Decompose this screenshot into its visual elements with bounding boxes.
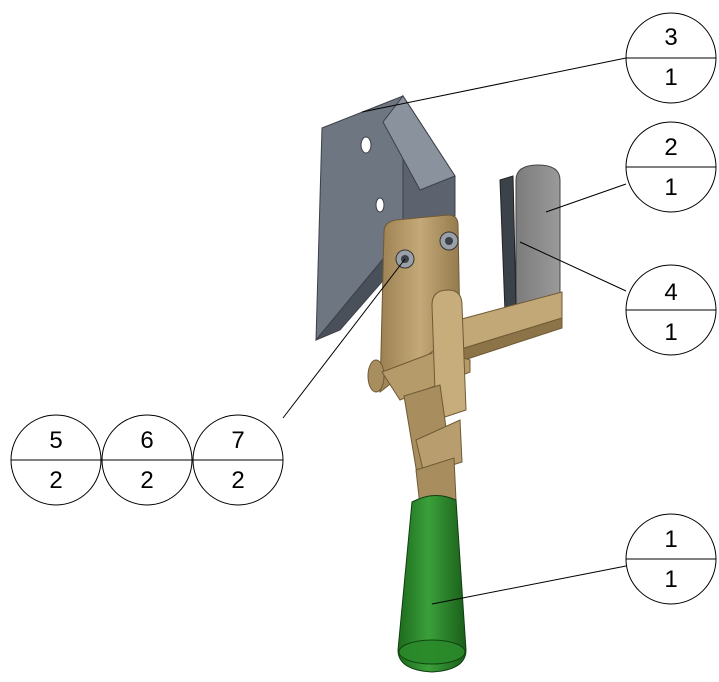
leader-line-4 <box>519 241 627 292</box>
balloon-item-number: 6 <box>140 427 153 454</box>
balloon-item-number: 7 <box>231 427 244 454</box>
balloon-quantity: 2 <box>49 467 62 494</box>
balloon-item-number: 4 <box>664 279 677 306</box>
linkage-part <box>381 289 471 507</box>
handle-grip-part <box>397 495 467 673</box>
leader-line-2 <box>545 183 627 213</box>
balloon-quantity: 1 <box>664 64 677 91</box>
spindle-pad-part <box>515 164 561 307</box>
balloon-item-number: 3 <box>664 24 677 51</box>
balloon-item-number: 1 <box>664 526 677 553</box>
balloon-item-number: 2 <box>664 134 677 161</box>
balloon-4: 4 1 <box>625 264 717 356</box>
balloon-1: 1 1 <box>625 513 717 605</box>
balloon-6: 6 2 <box>101 414 193 506</box>
balloon-quantity: 2 <box>140 467 153 494</box>
balloon-quantity: 1 <box>664 319 677 346</box>
balloon-quantity: 1 <box>664 174 677 201</box>
leader-lines <box>282 57 627 605</box>
leader-line-7 <box>282 258 406 419</box>
balloon-quantity: 2 <box>231 467 244 494</box>
balloon-3: 3 1 <box>625 12 717 104</box>
balloon-quantity: 1 <box>664 566 677 593</box>
backing-plate-part <box>499 175 517 313</box>
balloon-5: 5 2 <box>10 414 102 506</box>
balloon-2: 2 1 <box>625 121 717 213</box>
leader-line-3 <box>361 57 627 113</box>
balloon-item-number: 5 <box>49 427 62 454</box>
balloon-7: 7 2 <box>192 414 284 506</box>
leader-line-1 <box>431 565 627 605</box>
